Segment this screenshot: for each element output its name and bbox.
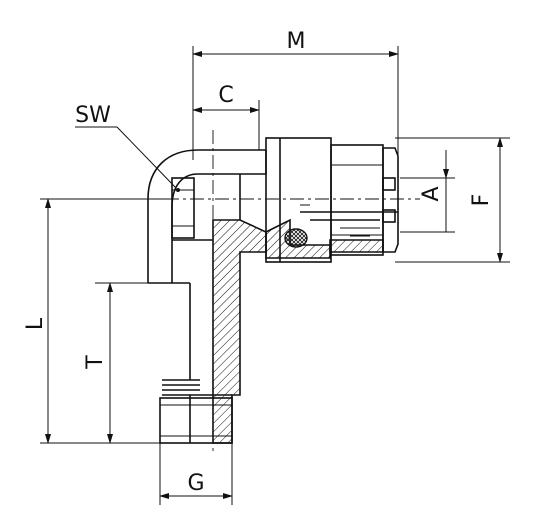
push-in-connector [240, 137, 399, 263]
dimension-t: T [83, 282, 190, 444]
label-m: M [287, 29, 306, 54]
elbow-body [147, 149, 267, 444]
dimension-a: A [400, 150, 455, 233]
dimension-sw: SW [75, 103, 180, 192]
dimension-c: C [192, 83, 260, 150]
label-g: G [187, 471, 204, 496]
label-l: L [23, 317, 48, 330]
label-a: A [419, 186, 444, 201]
label-sw: SW [75, 103, 111, 128]
label-c: C [218, 83, 233, 108]
dimension-f: F [395, 137, 510, 263]
label-t: T [83, 355, 108, 370]
dimension-l: L [23, 198, 170, 444]
label-f: F [469, 194, 494, 207]
dimension-m: M [192, 29, 399, 190]
dimension-g: G [159, 443, 233, 505]
